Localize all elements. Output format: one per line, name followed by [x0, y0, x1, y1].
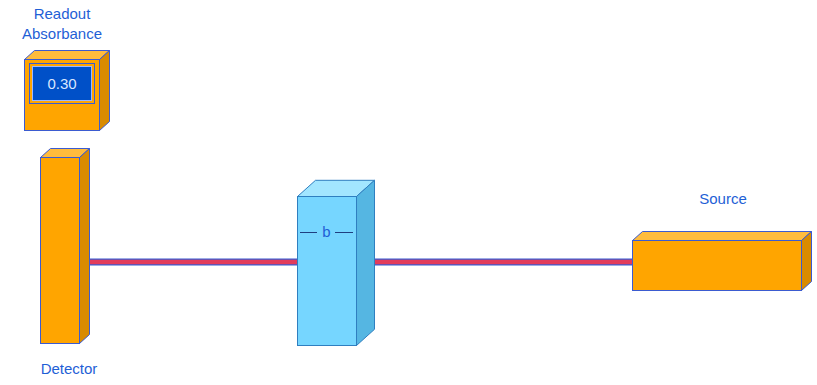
path-length-label: b [316, 222, 337, 242]
source-side [802, 232, 812, 291]
readout-heading: Readout Absorbance [2, 4, 122, 44]
screen-bezel [30, 64, 95, 104]
sample-cuvette: b [297, 178, 375, 346]
detector-label: Detector [19, 359, 119, 379]
detector-bar-shape [40, 145, 90, 344]
source-label: Source [663, 189, 783, 209]
light-beam [375, 262, 632, 263]
detector-front [41, 158, 80, 344]
absorbance-value: 0.30 [33, 67, 91, 100]
readout-box: Readout Absorbance0.30 [24, 47, 110, 131]
detector-side [80, 149, 90, 344]
readout-front [25, 60, 100, 131]
readout-screen [33, 67, 92, 101]
readout-top [25, 51, 110, 60]
light-source-shape [632, 227, 812, 291]
path-length-mark [335, 232, 353, 233]
sample-cuvette-shape [297, 178, 375, 346]
source-top [633, 232, 812, 241]
path-length-mark [300, 232, 317, 233]
light-source: Source [632, 227, 812, 291]
source-front [633, 241, 802, 291]
cuvette-front [298, 197, 357, 346]
cuvette-side [357, 180, 375, 345]
light-beam [90, 262, 297, 263]
detector-bar: Detector [40, 145, 90, 344]
readout-side [100, 51, 110, 131]
